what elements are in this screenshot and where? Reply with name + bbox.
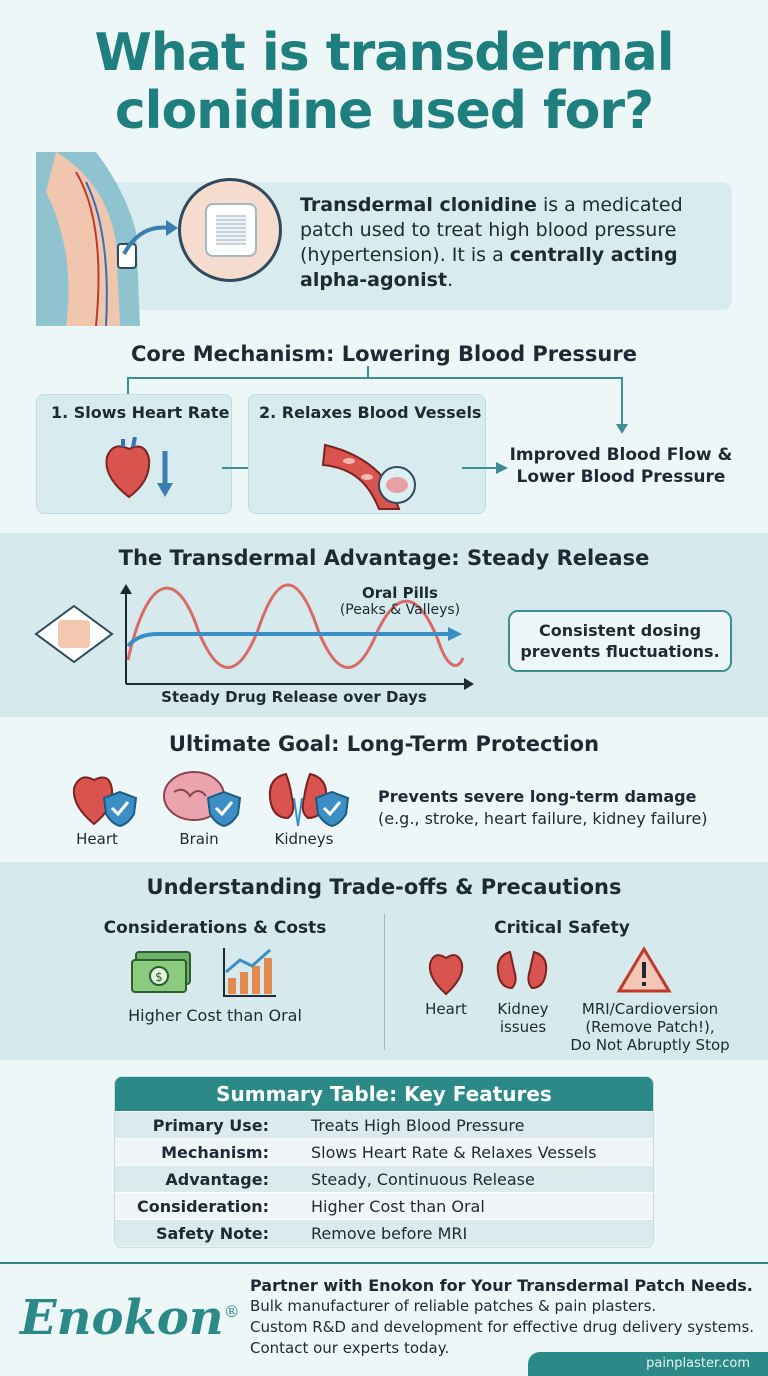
table-row: Consideration: Higher Cost than Oral [115,1192,653,1219]
table-row: Primary Use: Treats High Blood Pressure [115,1111,653,1138]
organ-label-heart: Heart [76,830,118,848]
cost-chart-icon [223,948,276,997]
table-row: Advantage: Steady, Continuous Release [115,1165,653,1192]
arrow-icon [122,220,178,255]
kidneys-shield-icon [268,772,350,828]
intro-description: Transdermal clonidine is a medicated pat… [300,194,683,291]
heart-icon [105,437,173,499]
page-title: What is transdermal clonidine used for? [94,23,674,141]
cost-label: Higher Cost than Oral [128,1006,302,1025]
footer-divider [0,1262,768,1264]
patch-icon [34,604,114,664]
mechanism-result: Improved Blood Flow & Lower Blood Pressu… [509,445,733,487]
table-row: Mechanism: Slows Heart Rate & Relaxes Ves… [115,1138,653,1165]
step-slows-heart-rate: 1. Slows Heart Rate [36,394,232,514]
row-key: Safety Note: [155,1224,269,1243]
enokon-logo[interactable]: Enokon® [20,1290,240,1346]
mechanism-title: Core Mechanism: Lowering Blood Pressure [131,342,637,366]
kidney-icon [496,950,548,990]
safety-title: Critical Safety [494,918,630,938]
goal-description: Prevents severe long-term damage (e.g., … [378,787,708,828]
row-key: Advantage: [165,1170,269,1189]
chart-x-label: Steady Drug Release over Days [161,688,427,706]
safety-kidney-label: Kidney issues [497,1000,549,1036]
row-value: Steady, Continuous Release [311,1170,535,1189]
release-chart [120,583,474,690]
row-value: Slows Heart Rate & Relaxes Vessels [311,1143,597,1162]
footer-text: Partner with Enokon for Your Transdermal… [250,1276,755,1357]
step-relaxes-vessels: 2. Relaxes Blood Vessels [248,394,486,514]
row-value: Remove before MRI [311,1224,468,1243]
arm-illustration [36,152,140,326]
tradeoffs-title: Understanding Trade-offs & Precautions [146,875,622,899]
costs-title: Considerations & Costs [103,918,327,938]
divider [384,914,385,1050]
website-link[interactable]: painplaster.com [528,1352,768,1376]
arrow-right-icon [462,462,508,474]
svg-text:$: $ [155,970,163,984]
row-value: Treats High Blood Pressure [311,1116,525,1135]
heart-shield-icon [72,776,138,828]
heart-icon [428,954,464,996]
brain-shield-icon [163,771,242,828]
patch-closeup [178,178,282,282]
summary-table: Summary Table: Key Features Primary Use:… [114,1076,654,1248]
mechanism-connector [127,366,628,434]
money-icon: $ [131,951,191,993]
advantage-title: The Transdermal Advantage: Steady Releas… [118,546,650,570]
goal-title: Ultimate Goal: Long-Term Protection [168,732,600,756]
blood-vessel-icon [321,443,416,510]
oral-pills-sublabel: (Peaks & Valleys) [339,602,461,618]
table-row: Safety Note: Remove before MRI [115,1219,653,1246]
advantage-note: Consistent dosing prevents fluctuations. [508,610,732,672]
oral-pills-label: Oral Pills [362,584,438,602]
row-value: Higher Cost than Oral [311,1197,485,1216]
summary-title: Summary Table: Key Features [115,1077,653,1111]
warning-icon [616,946,672,993]
organ-label-kidneys: Kidneys [274,830,334,848]
row-key: Consideration: [136,1197,269,1216]
safety-heart-label: Heart [425,1000,467,1018]
safety-mri-label: MRI/Cardioversion (Remove Patch!), Do No… [570,1000,730,1054]
organ-label-brain: Brain [179,830,219,848]
row-key: Primary Use: [152,1116,269,1135]
row-key: Mechanism: [161,1143,269,1162]
